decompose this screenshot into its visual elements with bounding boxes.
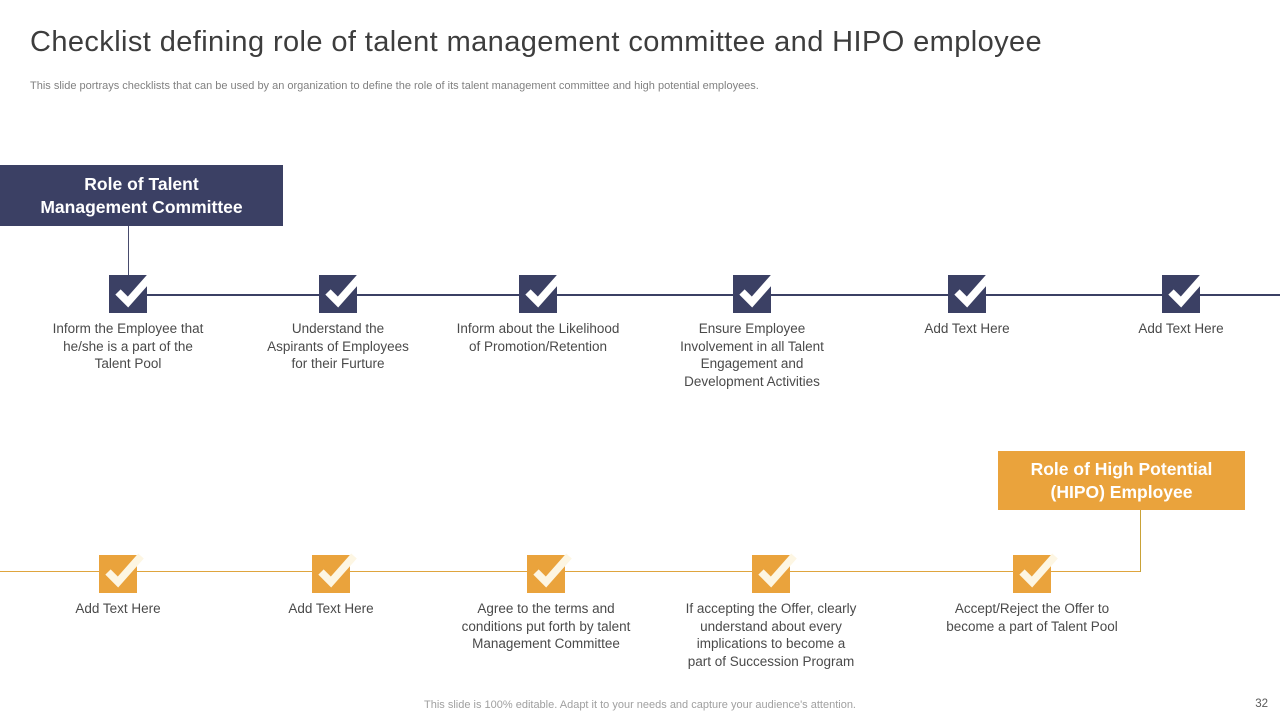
hipo-item-3: Agree to the terms and conditions put fo… (436, 553, 656, 653)
committee-item-label: Inform the Employee that he/she is a par… (52, 321, 204, 371)
checkmark-icon (1013, 553, 1058, 593)
checkmark-icon (519, 273, 564, 313)
committee-item-3: Inform about the Likelihood of Promotion… (428, 273, 648, 355)
hipo-item-5: Accept/Reject the Offer to become a part… (922, 553, 1142, 635)
committee-item-label: Inform about the Likelihood of Promotion… (456, 321, 620, 354)
committee-item-label: Add Text Here (924, 321, 1010, 336)
checkmark-icon (99, 553, 144, 593)
page-number: 32 (1255, 698, 1268, 710)
committee-timeline-line (128, 294, 1280, 296)
committee-header-box: Role of Talent Management Committee (0, 165, 283, 226)
checkmark-icon (948, 273, 993, 313)
committee-item-label: Add Text Here (1138, 321, 1224, 336)
slide-subtitle: This slide portrays checklists that can … (30, 80, 759, 92)
checkmark-icon (109, 273, 154, 313)
checkmark-icon (733, 273, 778, 313)
hipo-item-1: Add Text Here (8, 553, 228, 618)
checkmark-icon (1162, 273, 1207, 313)
footer-note: This slide is 100% editable. Adapt it to… (424, 699, 856, 711)
committee-item-1: Inform the Employee that he/she is a par… (18, 273, 238, 373)
hipo-item-label: Agree to the terms and conditions put fo… (461, 601, 631, 651)
committee-item-5: Add Text Here (857, 273, 1077, 338)
hipo-item-4: If accepting the Offer, clearly understa… (661, 553, 881, 670)
committee-item-label: Understand the Aspirants of Employees fo… (267, 321, 409, 371)
hipo-item-label: Accept/Reject the Offer to become a part… (946, 601, 1118, 634)
hipo-item-2: Add Text Here (221, 553, 441, 618)
hipo-item-label: Add Text Here (288, 601, 374, 616)
checkmark-icon (752, 553, 797, 593)
committee-item-6: Add Text Here (1071, 273, 1280, 338)
checkmark-icon (319, 273, 364, 313)
committee-connector-line (128, 226, 129, 276)
hipo-item-label: Add Text Here (75, 601, 161, 616)
committee-item-label: Ensure Employee Involvement in all Talen… (680, 321, 824, 389)
committee-item-2: Understand the Aspirants of Employees fo… (228, 273, 448, 373)
checkmark-icon (312, 553, 357, 593)
committee-header-label: Role of Talent Management Committee (40, 173, 243, 217)
hipo-header-label: Role of High Potential (HIPO) Employee (1030, 458, 1213, 502)
hipo-header-box: Role of High Potential (HIPO) Employee (998, 451, 1245, 510)
checkmark-icon (527, 553, 572, 593)
hipo-timeline-line (0, 571, 1140, 573)
hipo-item-label: If accepting the Offer, clearly understa… (685, 601, 857, 669)
committee-item-4: Ensure Employee Involvement in all Talen… (642, 273, 862, 390)
hipo-connector-line (1140, 510, 1141, 572)
slide-title: Checklist defining role of talent manage… (30, 26, 1043, 58)
